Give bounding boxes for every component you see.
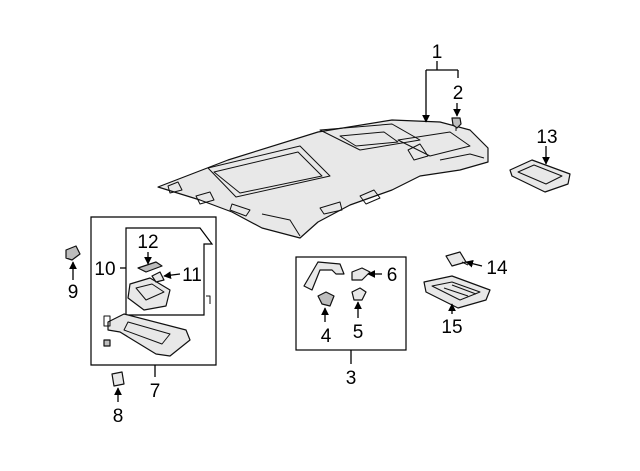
- callout-10: 10: [94, 259, 115, 280]
- sunvisor-group: [90, 216, 217, 366]
- clip-part-8: [111, 371, 125, 387]
- callout-9: 9: [68, 282, 79, 303]
- bulb-part-14: [445, 251, 469, 267]
- callout-13: 13: [536, 127, 557, 148]
- callout-11: 11: [182, 265, 202, 286]
- callout-7: 7: [150, 381, 161, 402]
- callout-2: 2: [453, 83, 464, 104]
- clip-part-2: [451, 117, 462, 131]
- callout-4: 4: [321, 326, 332, 347]
- clip-part-9: [65, 245, 81, 261]
- callout-6: 6: [387, 265, 398, 286]
- callout-5: 5: [353, 322, 364, 343]
- callout-14: 14: [486, 258, 508, 279]
- leader-lines: [69, 61, 550, 402]
- callout-1: 1: [432, 42, 443, 63]
- callout-12: 12: [137, 232, 158, 253]
- callout-3: 3: [346, 368, 357, 389]
- headliner-part: [157, 119, 489, 239]
- group-7-box: [90, 216, 217, 366]
- lens-part-15: [423, 275, 491, 309]
- grab-handle-group: [295, 256, 407, 351]
- lamp-part-13: [509, 159, 571, 193]
- callout-15: 15: [441, 317, 462, 338]
- callout-8: 8: [113, 406, 124, 427]
